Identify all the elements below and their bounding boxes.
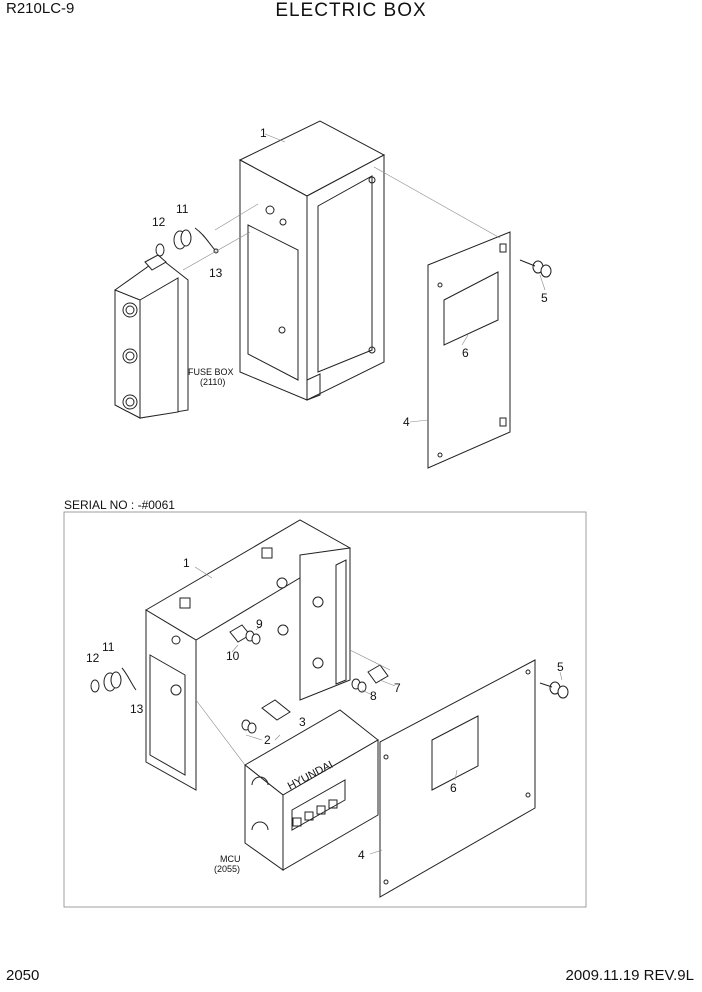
revision-date: 2009.11.19 REV.9L (565, 967, 694, 984)
switch-assembly-upper (155, 227, 219, 257)
serial-number-label: SERIAL NO : -#0061 (64, 498, 175, 512)
callout-lower-12: 12 (86, 651, 100, 665)
callout-lower-11: 11 (102, 640, 115, 654)
callout-upper-12: 12 (152, 215, 166, 229)
callout-upper-13: 13 (209, 266, 223, 280)
callout-lower-13: 13 (130, 702, 144, 716)
lower-cover-plate (379, 659, 536, 898)
mcu-label: MCU (220, 854, 241, 864)
lower-assembly: HYUNDAI (90, 519, 569, 898)
callout-upper-4: 4 (403, 415, 410, 429)
mcu-ref: (2055) (214, 864, 240, 874)
callout-lower-9: 9 (256, 617, 263, 631)
callout-lower-5: 5 (557, 660, 564, 674)
lower-small-bolts (241, 630, 367, 734)
lower-callouts: 1 2 3 4 5 6 7 8 9 10 11 12 13 MCU (2055) (86, 556, 564, 874)
upper-bolt (519, 259, 552, 278)
fuse-box-label: FUSE BOX (188, 367, 234, 377)
upper-callouts: 1 4 5 6 11 12 13 FUSE BOX (2110) (152, 126, 548, 429)
callout-lower-1: 1 (183, 556, 190, 570)
page-title: ELECTRIC BOX (275, 0, 427, 21)
mcu-unit: HYUNDAI (244, 709, 379, 871)
upper-cover-plate (427, 231, 511, 469)
callout-lower-10: 10 (226, 649, 240, 663)
upper-projection-lines (182, 133, 546, 423)
upper-electric-box (238, 120, 386, 401)
page-number: 2050 (6, 967, 40, 984)
fuse-box-ref: (2110) (200, 377, 225, 387)
fuse-box (114, 254, 189, 419)
switch-assembly-lower (90, 667, 137, 693)
callout-lower-3: 3 (299, 715, 306, 729)
callout-upper-11: 11 (176, 202, 189, 216)
model-code: R210LC-9 (6, 0, 75, 17)
lower-view-frame (63, 511, 587, 908)
upper-assembly (114, 120, 552, 469)
callout-lower-4: 4 (358, 848, 365, 862)
callout-lower-8: 8 (370, 689, 377, 703)
callout-upper-6: 6 (462, 346, 469, 360)
callout-lower-7: 7 (394, 681, 401, 695)
lower-electric-box (145, 519, 351, 791)
callout-lower-6: 6 (450, 781, 457, 795)
lower-bolt (539, 681, 569, 699)
callout-upper-1: 1 (260, 126, 267, 140)
callout-upper-5: 5 (541, 291, 548, 305)
callout-lower-2: 2 (264, 733, 271, 747)
lower-projection-lines (194, 566, 563, 855)
